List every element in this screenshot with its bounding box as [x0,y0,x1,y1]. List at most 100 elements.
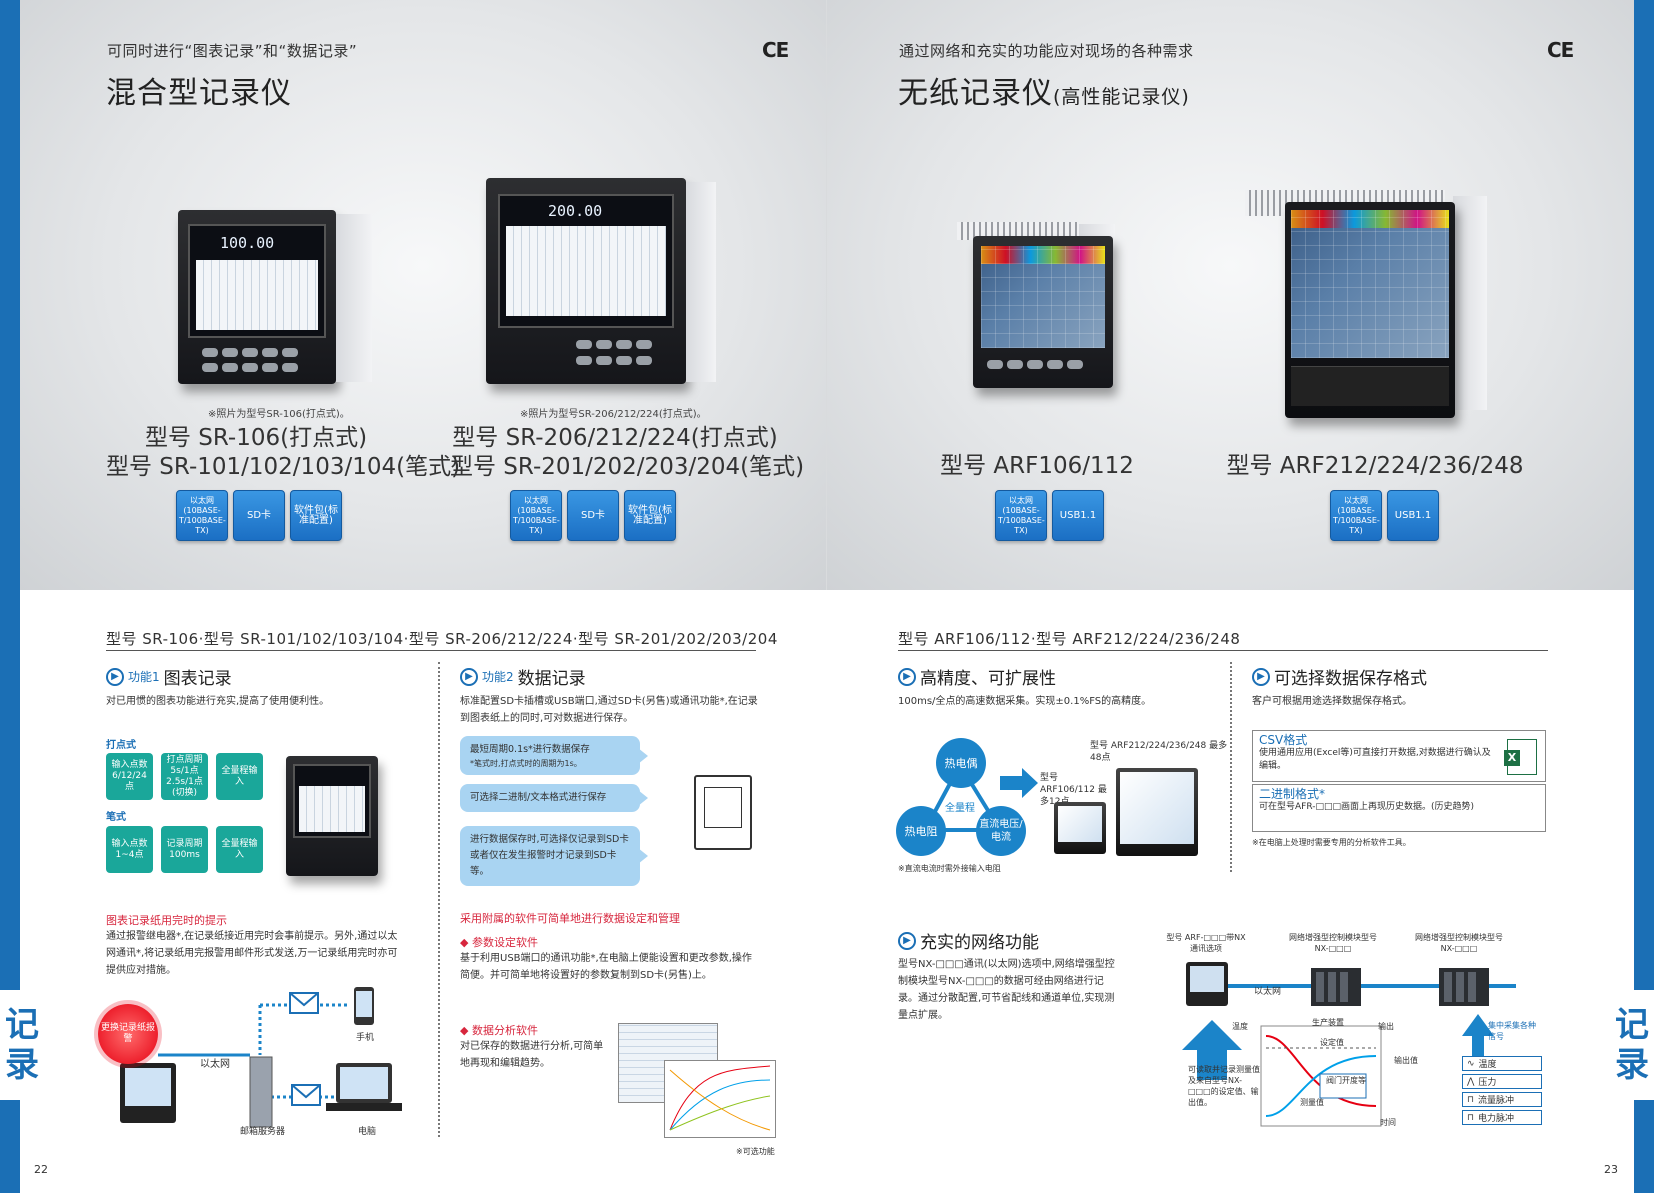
play-circle-icon: ▶ [898,931,916,950]
ethernet-feature-badge: 以太网(10BASE-T/100BASE-TX) [176,490,228,541]
hybrid-recorder-hero: 可同时进行“图表记录”和“数据记录” 混合型记录仪 CE 100.00 200.… [20,0,826,590]
hybrid-title: 混合型记录仪 [106,76,292,111]
analysis-software-body: 对已保存的数据进行分析,可简单地再现和编辑趋势。 [460,1041,604,1069]
dot-print-cycle-box: 打点周期5s/1点2.5s/1点(切换) [161,753,208,800]
pen-type-label: 笔式 [106,812,126,823]
dc-current-note: ※直流电流时需外接输入电阻 [898,864,1001,873]
ethernet-label: 以太网 [1254,987,1282,997]
accuracy-description: 100ms/全点的高速数据采集。实现±0.1%FS的高精度。 [898,696,1152,707]
sd-card-feature-badge: SD卡 [567,490,619,541]
left-edge-bar [0,0,20,1193]
analysis-software-title: ◆ 数据分析软件 [460,1024,538,1037]
ethernet-feature-badge: 以太网(10BASE-T/100BASE-TX) [510,490,562,541]
sr106-photo-note: ※照片为型号SR-106(打点式)。 [208,409,350,420]
sr106-small-image [286,756,378,876]
sr106-feature-buttons: 以太网(10BASE-T/100BASE-TX) SD卡 软件包(标准配置) [176,490,342,541]
right-arrow-icon [1000,768,1038,798]
arf106-model-name: 型号 ARF106/112 [940,453,1134,479]
paper-end-notice-title: 图表记录纸用完时的提示 [106,914,227,927]
time-axis-label: 时间 [1380,1118,1396,1127]
arf212-feature-buttons: 以太网(10BASE-T/100BASE-TX) USB1.1 [1330,490,1439,541]
sr206-device-image: 200.00 [486,178,686,384]
paperless-subtitle: 通过网络和充实的功能应对现场的各种需求 [899,42,1194,60]
network-heading: ▶ 充实的网络功能 [898,928,1039,953]
left-section-title: 型号 SR-106·型号 SR-101/102/103/104·型号 SR-20… [106,630,778,648]
ce-mark: CE [762,38,789,62]
play-circle-icon: ▶ [460,667,478,686]
ethernet-label: 以太网 [200,1059,230,1070]
csv-format-box: CSV格式 使用通用应用(Excel等)可直接打开数据,对数据进行确认及编辑。 … [1252,730,1546,782]
setpoint-label: 设定值 [1320,1038,1344,1047]
ce-mark: CE [1547,38,1574,62]
param-software-title: ◆ 参数设定软件 [460,936,538,949]
thermocouple-circle: 热电偶 [936,738,986,788]
rtd-circle: 热电阻 [896,806,946,856]
right-edge-bar [1634,0,1654,1193]
right-column-divider [1230,662,1232,872]
phone-label: 手机 [356,1033,375,1043]
right-section-rule [898,650,1548,651]
accuracy-heading: ▶ 高精度、可扩展性 [898,664,1056,689]
software-feature-badge: 软件包(标准配置) [290,490,342,541]
hybrid-subtitle: 可同时进行“图表记录”和“数据记录” [107,42,358,60]
play-circle-icon: ▶ [1252,667,1270,686]
right-page-number: 23 [1604,1163,1618,1176]
func1-heading: ▶ 功能1 图表记录 [106,664,232,689]
signal-power-pulse: ⊓电力脉冲 [1462,1110,1542,1125]
arf212-model-name: 型号 ARF212/224/236/248 [1226,453,1524,479]
output-axis-label: 输出 [1378,1022,1394,1031]
paperless-recorder-hero: 通过网络和充实的功能应对现场的各种需求 无纸记录仪(高性能记录仪) CE 型号 … [826,0,1634,590]
sd-conditions-bubble: 进行数据保存时,可选择仅记录到SD卡或者仅在发生报警时才记录到SD卡等。 [460,826,648,886]
sr106-display-value: 100.00 [220,234,275,252]
sd-card-icon [694,775,752,850]
input-types-diagram [921,760,1004,832]
arf106-device-image [973,236,1113,388]
left-page-number: 22 [34,1163,48,1176]
sr106-model-names: 型号 SR-106(打点式) 型号 SR-101/102/103/104(笔式) [106,425,461,480]
paper-end-notice-body: 通过报警继电器*,在记录纸接近用完时会事前提示。另外,通过以太网通讯*,将记录纸… [106,931,398,976]
pen-full-range-box: 全量程输入 [216,826,263,873]
param-software-body: 基于利用USB端口的通讯功能*,在电脑上便能设置和更改参数,操作简便。并可简单地… [460,953,752,981]
func1-description: 对已用惯的图表功能进行充实,提高了使用便利性。 [106,696,330,707]
dc-voltage-current-circle: 直流电压/电流 [976,806,1026,856]
signal-temperature: ∿温度 [1462,1056,1542,1071]
replace-paper-alarm-badge: 更换记录纸报警 [98,1004,158,1064]
func2-description: 标准配置SD卡插槽或USB端口,通过SD卡(另售)或通讯功能*,在记录到图表纸上… [460,696,758,724]
analysis-trend-screenshot [664,1060,776,1138]
right-record-side-tab: 记 录 [1610,990,1654,1100]
signal-pressure: ⋀压力 [1462,1074,1542,1089]
data-format-description: 客户可根据用途选择数据保存格式。 [1252,696,1412,707]
nx-module-label-2: 网络增强型控制模块型号 NX-□□□ [1415,933,1503,953]
sr206-photo-note: ※照片为型号SR-206/212/224(打点式)。 [520,409,707,420]
pc-label: 电脑 [358,1127,377,1137]
left-section-rule [106,650,756,651]
arf106-small-image [1054,802,1106,854]
usb-feature-badge: USB1.1 [1052,490,1104,541]
sd-card-feature-badge: SD卡 [233,490,285,541]
nx-module-label-1: 网络增强型控制模块型号 NX-□□□ [1289,933,1377,953]
network-system-diagram [1182,962,1516,1127]
ethernet-feature-badge: 以太网(10BASE-T/100BASE-TX) [1330,490,1382,541]
read-record-note: 可读取并记录测量值及来自型号NX-□□□的设定值、输出值。 [1188,1065,1260,1107]
arf212-point-count: 型号 ARF212/224/236/248 最多48点 [1090,741,1228,763]
dot-full-range-box: 全量程输入 [216,753,263,800]
signal-flow-pulse: ⊓流量脉冲 [1462,1092,1542,1107]
play-circle-icon: ▶ [106,667,124,686]
measured-value-label: 测量值 [1300,1098,1324,1107]
paperless-title: 无纸记录仪(高性能记录仪) [898,76,1190,111]
output-value-label: 输出值 [1394,1056,1418,1065]
arf212-device-image [1285,202,1455,418]
arf212-small-image [1116,768,1198,856]
mail-server-label: 邮箱服务器 [240,1127,286,1137]
dot-input-points-box: 输入点数6/12/24点 [106,753,153,800]
software-title: 采用附属的软件可简单地进行数据设定和管理 [460,912,680,925]
pen-input-points-box: 输入点数1~4点 [106,826,153,873]
centralized-collection-label: 集中采集各种信号 [1488,1021,1536,1041]
arf106-feature-buttons: 以太网(10BASE-T/100BASE-TX) USB1.1 [995,490,1104,541]
left-record-side-tab: 记 录 [0,990,44,1100]
waveform-icon: ∿ [1467,1058,1475,1069]
alarm-mail-diagram [120,987,402,1128]
optional-note: ※可选功能 [736,1147,775,1156]
full-range-label: 全量程 [945,803,975,814]
usb-feature-badge: USB1.1 [1387,490,1439,541]
